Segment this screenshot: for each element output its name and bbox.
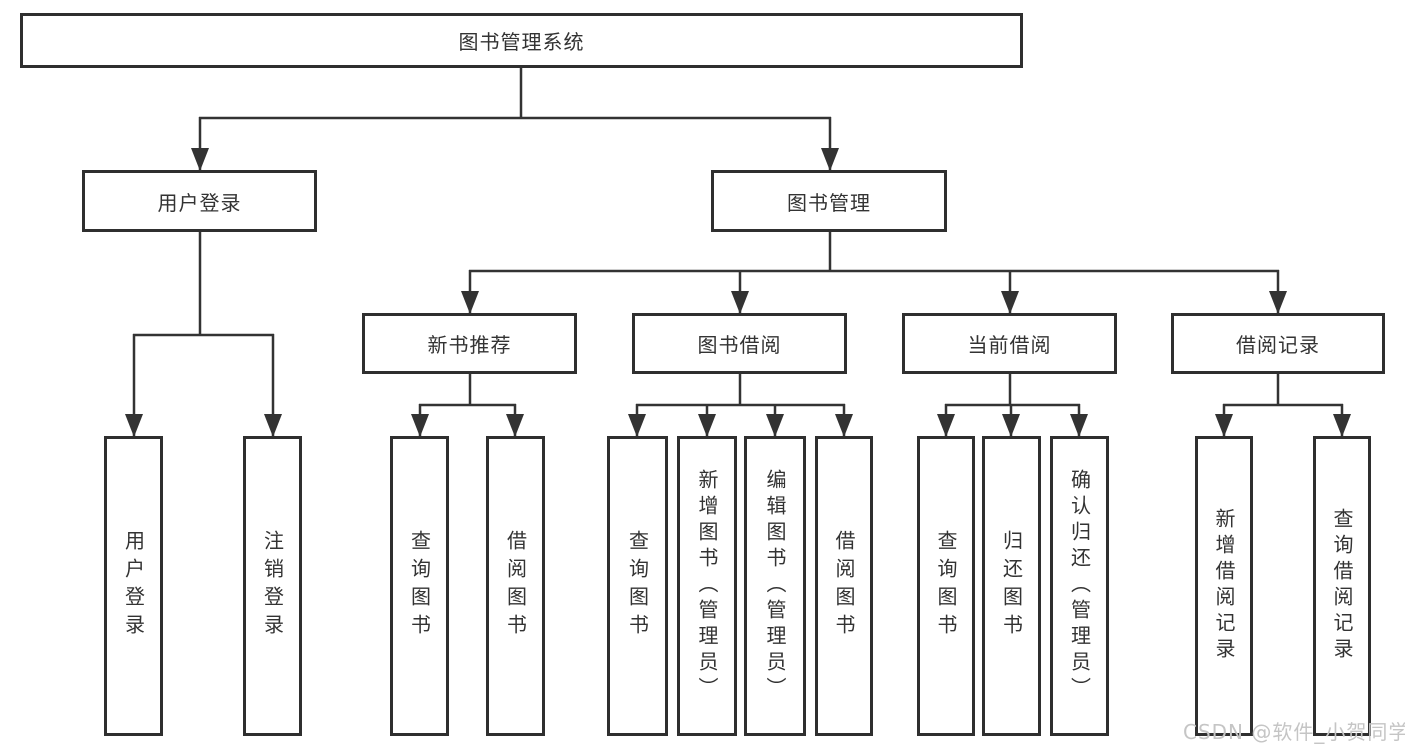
- leaf-label: 新增图书（管理员）: [695, 469, 719, 703]
- leaf-query-books: 查询图书: [917, 436, 975, 736]
- node-borrow-records: 借阅记录: [1171, 313, 1385, 374]
- leaf-label: 查询图书: [407, 530, 432, 642]
- leaf-user-login: 用户登录: [104, 436, 163, 736]
- leaf-logout: 注销登录: [243, 436, 302, 736]
- leaf-borrow-books: 借阅图书: [486, 436, 545, 736]
- leaf-label: 借阅图书: [832, 530, 856, 642]
- node-new-book-recommend: 新书推荐: [362, 313, 577, 374]
- node-book-management: 图书管理: [711, 170, 947, 232]
- leaf-label: 查询图书: [625, 530, 650, 642]
- node-library-system: 图书管理系统: [20, 13, 1023, 68]
- leaf-label: 查询借阅记录: [1330, 508, 1354, 664]
- csdn-watermark: CSDN @软件_小贺同学: [1183, 720, 1405, 744]
- leaf-label: 用户登录: [121, 530, 146, 642]
- leaf-label: 确认归还（管理员）: [1067, 469, 1092, 703]
- leaf-label: 编辑图书（管理员）: [763, 469, 787, 703]
- leaf-label: 注销登录: [260, 530, 285, 642]
- leaf-confirm-return-admin: 确认归还（管理员）: [1050, 436, 1109, 736]
- leaf-add-books-admin: 新增图书（管理员）: [677, 436, 737, 736]
- leaf-label: 查询图书: [934, 530, 958, 642]
- leaf-query-books: 查询图书: [390, 436, 449, 736]
- leaf-label: 归还图书: [999, 530, 1024, 642]
- leaf-borrow-books: 借阅图书: [815, 436, 873, 736]
- leaf-label: 借阅图书: [503, 530, 528, 642]
- leaf-query-books: 查询图书: [607, 436, 668, 736]
- leaf-add-borrow-record: 新增借阅记录: [1195, 436, 1253, 736]
- node-book-borrow: 图书借阅: [632, 313, 847, 374]
- leaf-edit-books-admin: 编辑图书（管理员）: [744, 436, 806, 736]
- leaf-return-books: 归还图书: [982, 436, 1041, 736]
- leaf-query-borrow-record: 查询借阅记录: [1313, 436, 1371, 736]
- leaf-label: 新增借阅记录: [1212, 508, 1236, 664]
- node-current-borrow: 当前借阅: [902, 313, 1117, 374]
- node-user-login: 用户登录: [82, 170, 317, 232]
